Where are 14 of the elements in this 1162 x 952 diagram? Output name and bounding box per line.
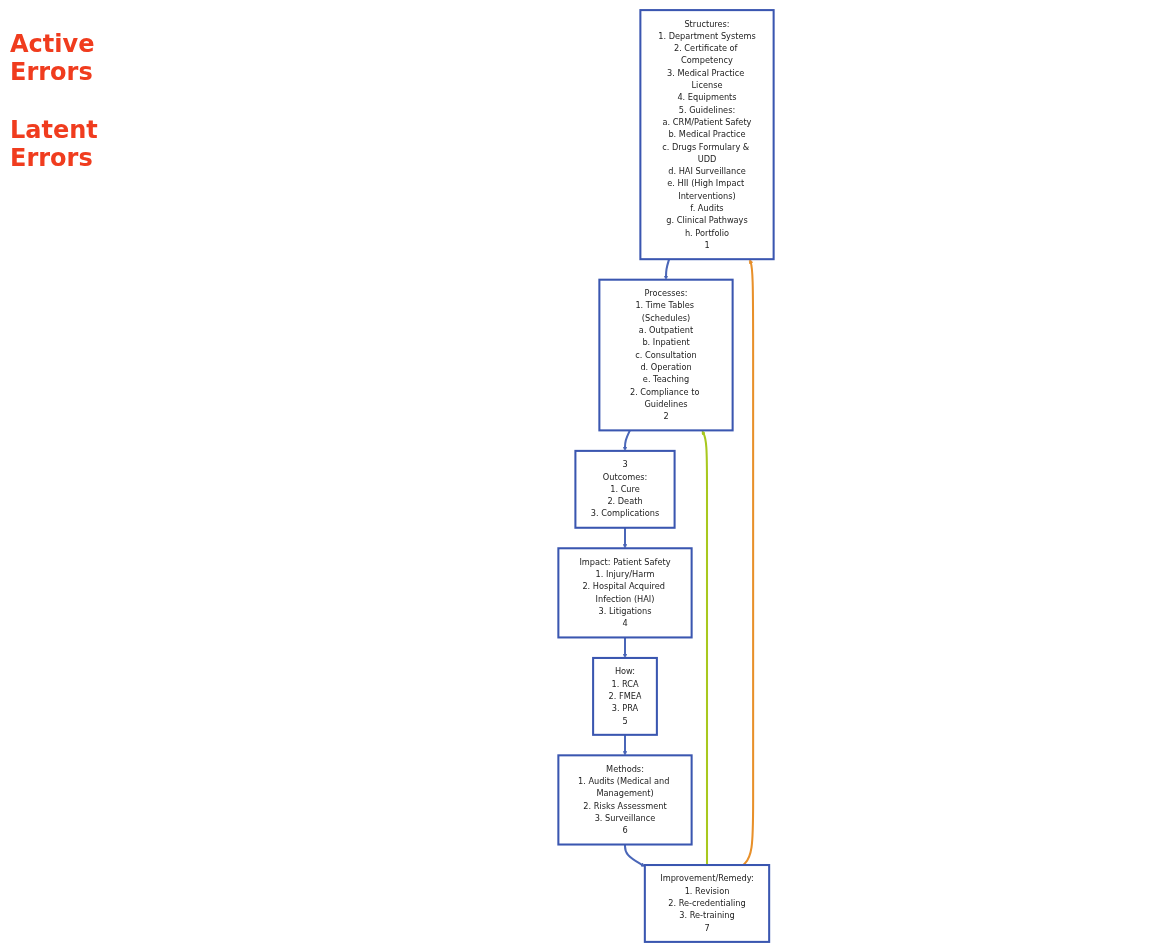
node-box: How: 1. RCA 2. FMEA 3. PRA 5: [592, 656, 658, 736]
arrow: [622, 734, 628, 756]
node-box: Impact: Patient Safety 1. Injury/Harm 2. Hospital Acquired Infection (HAI) 3. Litigations 4: [557, 547, 693, 639]
arrow: [622, 527, 628, 549]
arrow: [623, 844, 646, 867]
node-box: Improvement/Remedy: 1. Revision 2. Re-credentialing 3. Re-training 7: [643, 864, 771, 943]
error-label: Active Errors: [10, 30, 96, 86]
error-label: Latent Errors: [10, 116, 99, 172]
node-box: Methods: 1. Audits (Medical and Management) 2. Risks Assessment 3. Surveillance 6: [557, 754, 693, 846]
arrow: [742, 259, 755, 866]
arrow: [701, 430, 709, 865]
node-box: Structures: 1. Department Systems 2. Certificate of Competency 3. Medical Practice License 4. Equipments 5. Guidelines: a. CRM/Patient Safety b. Medical Practice c. Drugs Formulary & UDD d. HAI Surveillance e. HII (High Impact Interventions) f. Audits g. Clinical Pathways h. Portfolio 1: [639, 9, 775, 261]
node-box: Processes: 1. Time Tables (Schedules) a. Outpatient b. Inpatient c. Consultation d. Operation e. Teaching 2. Compliance to Guidelines 2: [598, 278, 734, 432]
node-box: 3 Outcomes: 1. Cure 2. Death 3. Complications: [574, 449, 676, 529]
